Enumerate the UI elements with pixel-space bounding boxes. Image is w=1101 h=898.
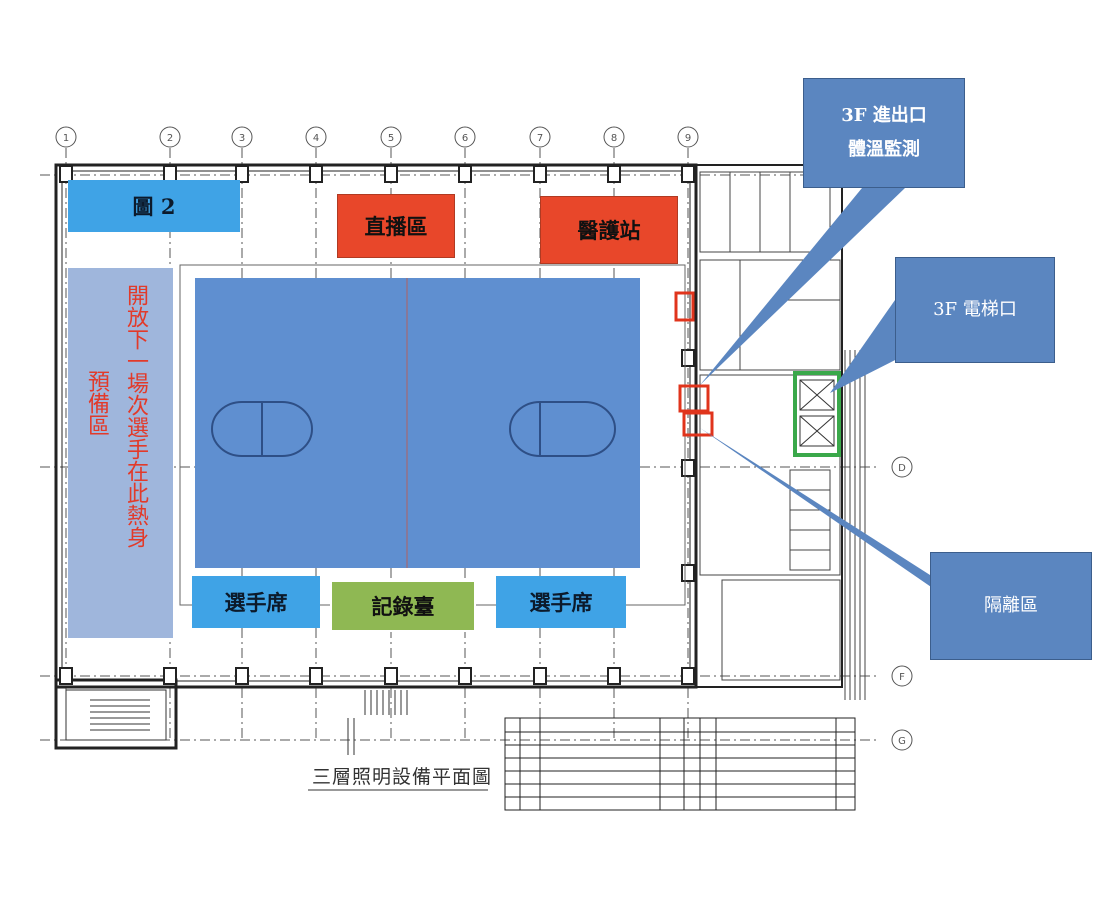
isolation-callout: 隔離區 [930,552,1092,660]
grid-row-g: G [898,736,906,747]
temperature-check-callout: 3F 進出口 體溫監測 [803,78,965,188]
plan-title: 三層照明設備平面圖 [312,766,493,788]
grid-bubbles [55,126,913,751]
prep-zone-label: 預備區 [84,370,109,436]
elevator-callout: 3F 電梯口 [895,257,1055,363]
grid-col-6: 6 [462,133,468,144]
grid-col-3: 3 [239,133,245,144]
callout-pointers [700,188,950,600]
broadcast-zone-label: 直播區 [337,194,455,258]
grid-row-d: D [898,463,906,474]
elevator-shafts [799,379,835,447]
warmup-zone [68,268,173,638]
building-walls [54,163,843,750]
court-circles [211,401,616,457]
elevator-highlight [793,371,841,457]
grid-bubble-labels: 1 2 3 4 5 6 7 8 9 D F G [63,133,906,747]
service-rooms [699,171,841,681]
structural-columns [59,165,695,685]
grid-col-5: 5 [388,133,394,144]
grid-col-4: 4 [313,133,319,144]
legend-table [504,717,856,811]
right-bench-label: 選手席 [496,576,626,628]
grid-col-8: 8 [611,133,617,144]
medical-station-label: 醫護站 [540,196,678,264]
grid-row-f: F [899,672,905,683]
warmup-description: 開放下一場次選手在此熱身 [123,284,148,548]
highlight-boxes [674,291,714,437]
grid-col-9: 9 [685,133,691,144]
scorer-table-label: 記錄臺 [330,580,476,632]
bottom-stair [65,689,167,741]
left-bench-label: 選手席 [192,576,320,628]
grid-col-1: 1 [63,133,69,144]
basketball-court [195,278,640,568]
figure2-label: 圖 2 [68,180,240,232]
entrance-steps [347,690,408,755]
grid-col-2: 2 [167,133,173,144]
grid-col-7: 7 [537,133,543,144]
